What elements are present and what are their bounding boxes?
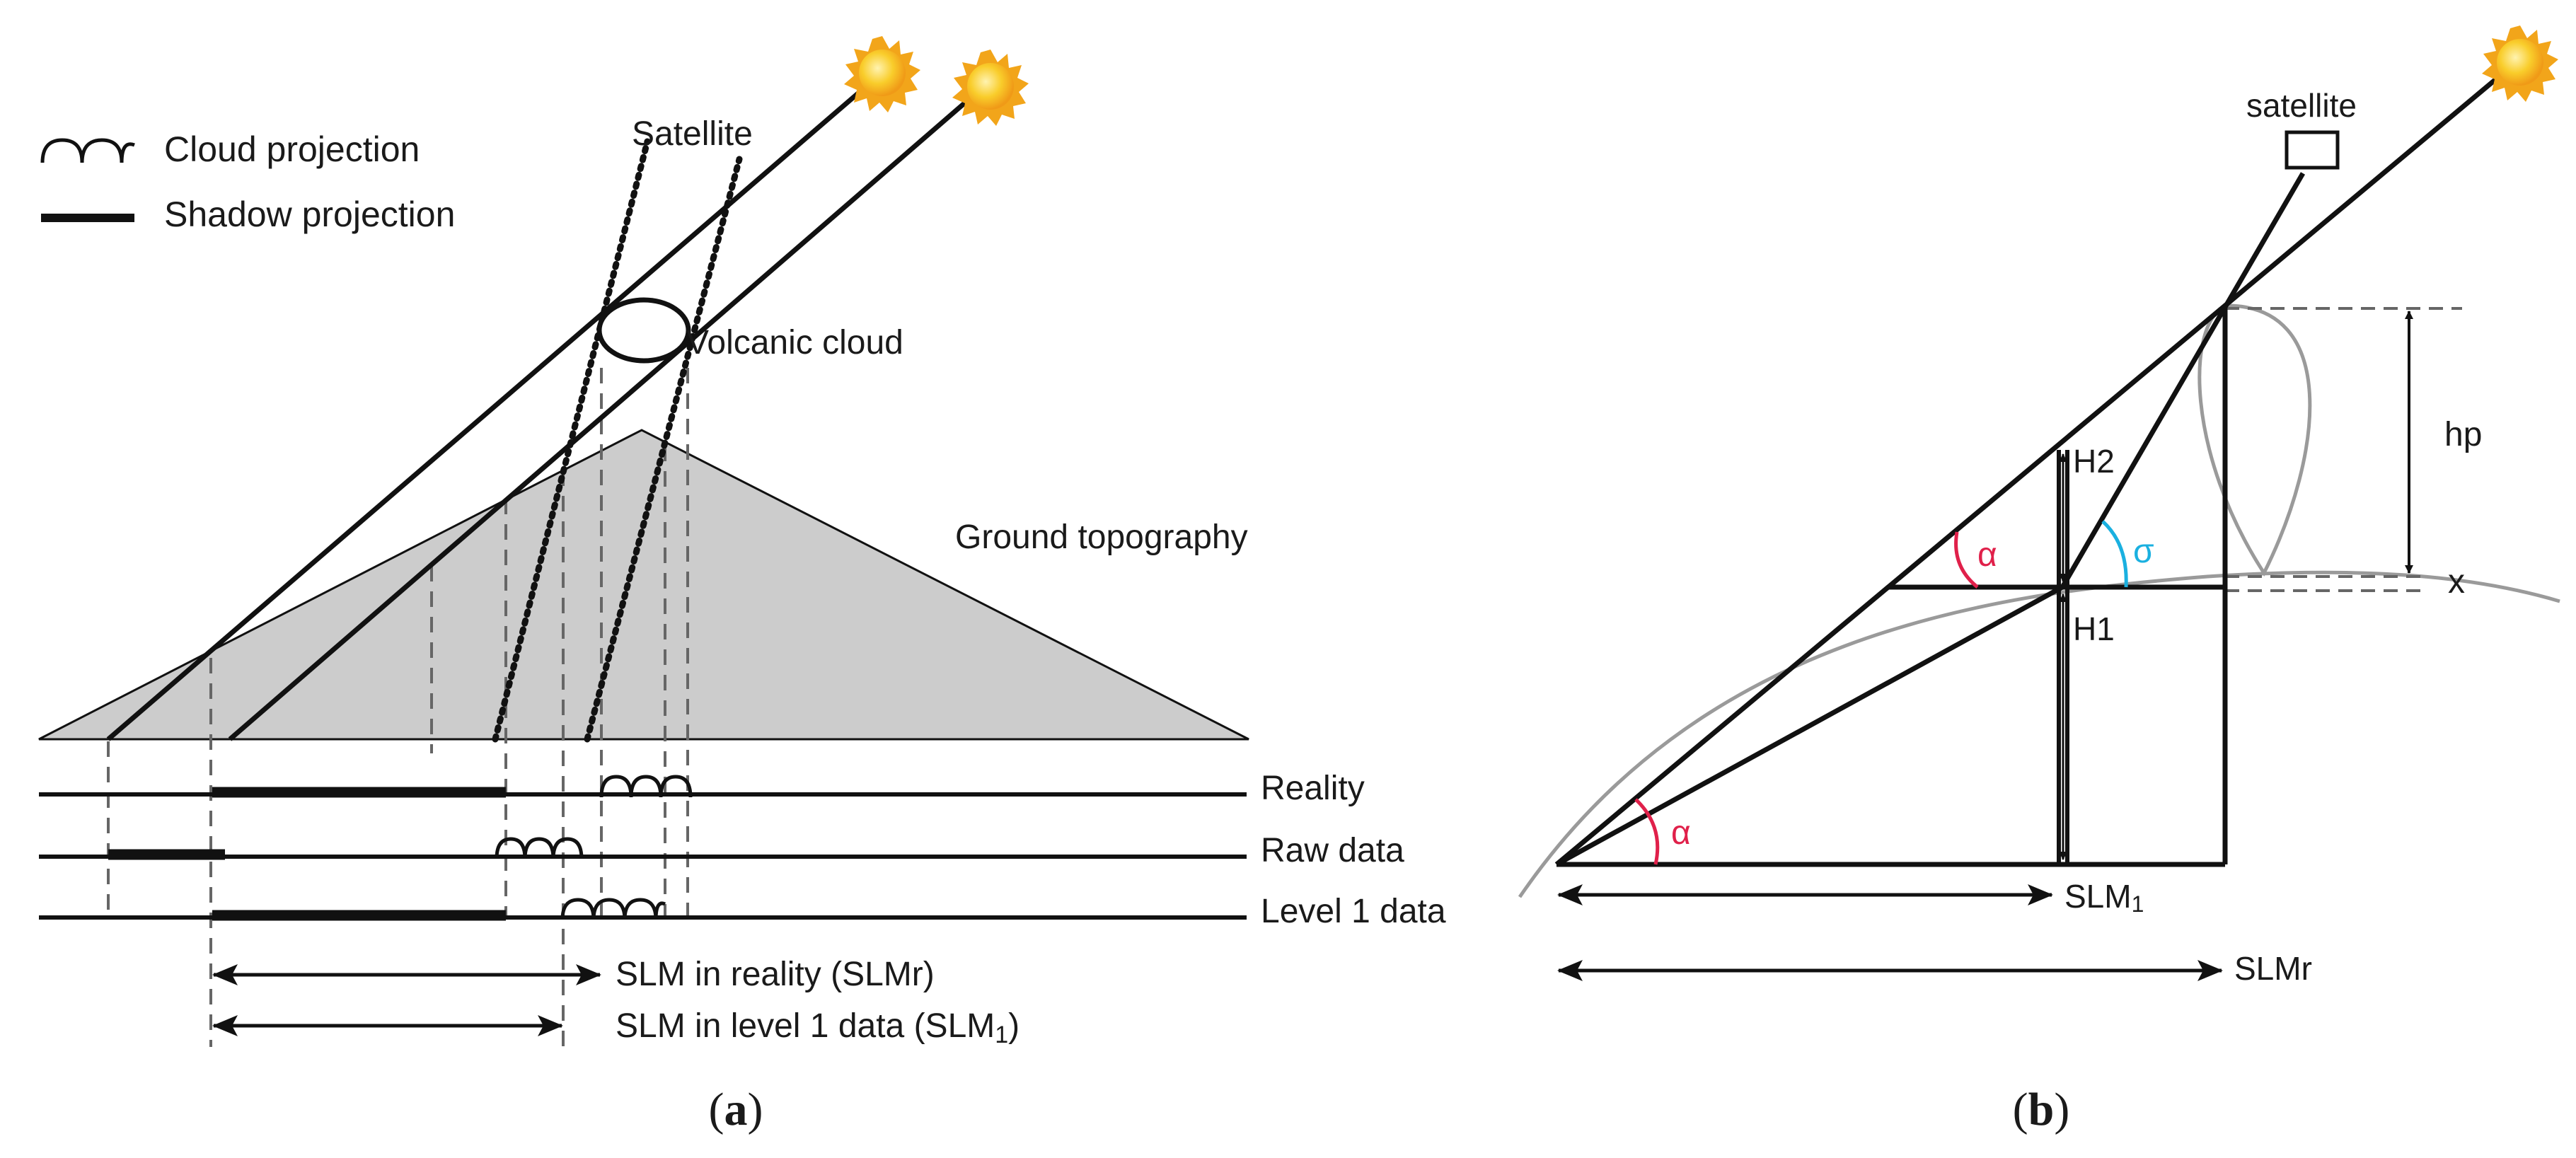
sun-ray-left <box>106 90 862 741</box>
reality-label: Reality <box>1261 770 1365 807</box>
sun-ray-right <box>228 97 971 741</box>
caption-a-letter: a <box>724 1084 748 1135</box>
volcanic-cloud-label: Volcanic cloud <box>686 324 903 361</box>
reality-cloud <box>599 775 693 798</box>
caption-b: (b) <box>2013 1084 2070 1135</box>
legend: Cloud projection Shadow projection <box>40 129 455 234</box>
volcanic-cloud-ellipse <box>596 297 691 364</box>
h2-label: H2 <box>2073 443 2115 480</box>
shadow-projection-label: Shadow projection <box>164 195 455 234</box>
sigma-arc <box>2101 520 2128 588</box>
projection-guides <box>107 368 689 1047</box>
data-lines: Reality Raw data Level 1 data <box>39 770 1446 930</box>
satellite-view-line-left <box>492 138 651 743</box>
slm-level1-label-subscript: 1 <box>995 1021 1008 1048</box>
alpha-upper-label: α <box>1977 536 1997 574</box>
ground-topography-label: Ground topography <box>955 519 1248 556</box>
slm-level1-label-close: ) <box>1008 1007 1020 1045</box>
slm1-label-b: SLM1 <box>2064 878 2144 917</box>
caption-b-letter: b <box>2028 1084 2055 1135</box>
panel-b: hp x H2 H1 α α σ satellite <box>1518 25 2560 1135</box>
alpha-upper-arc <box>1954 531 1979 589</box>
raw-data-label: Raw data <box>1261 832 1404 869</box>
panel-a: Cloud projection Shadow projection Groun… <box>38 36 1446 1135</box>
satellite-view-line-right <box>584 156 743 743</box>
satellite-label-a: Satellite <box>632 115 753 153</box>
sun-icon <box>2482 25 2558 102</box>
alpha-lower-arc <box>1634 798 1660 865</box>
satellite-view-line-b <box>2060 172 2306 589</box>
caption-a: (a) <box>709 1084 763 1135</box>
slmr-label-b: SLMr <box>2234 950 2312 987</box>
plume-shape <box>2197 303 2312 577</box>
alpha-lower-label: α <box>1671 814 1691 852</box>
h1-label: H1 <box>2073 610 2115 647</box>
inner-diagonal-b <box>1555 584 2064 867</box>
sigma-label: σ <box>2133 533 2154 570</box>
slm-level1-label: SLM in level 1 data (SLM1) <box>616 1007 1020 1048</box>
hp-label: hp <box>2444 416 2482 453</box>
level1-cloud <box>560 898 666 920</box>
x-label: x <box>2448 563 2465 601</box>
raw-data-cloud <box>495 837 584 859</box>
sun-icon <box>952 50 1029 126</box>
cloud-projection-label: Cloud projection <box>164 129 420 169</box>
cloud-projection-legend-symbol <box>40 138 135 163</box>
ground-topography-triangle <box>38 429 1249 741</box>
satellite-box <box>2285 130 2340 170</box>
slm-level1-label-main: SLM in level 1 data (SLM <box>616 1007 995 1045</box>
slm-reality-label: SLM in reality (SLMr) <box>616 956 935 993</box>
level1-data-label: Level 1 data <box>1261 893 1446 930</box>
sun-ray-b <box>1554 58 2521 867</box>
slm1-label-b-subscript: 1 <box>2132 891 2144 917</box>
satellite-label-b: satellite <box>2246 87 2357 124</box>
sun-icon <box>844 36 920 112</box>
slm1-label-b-main: SLM <box>2064 878 2132 915</box>
